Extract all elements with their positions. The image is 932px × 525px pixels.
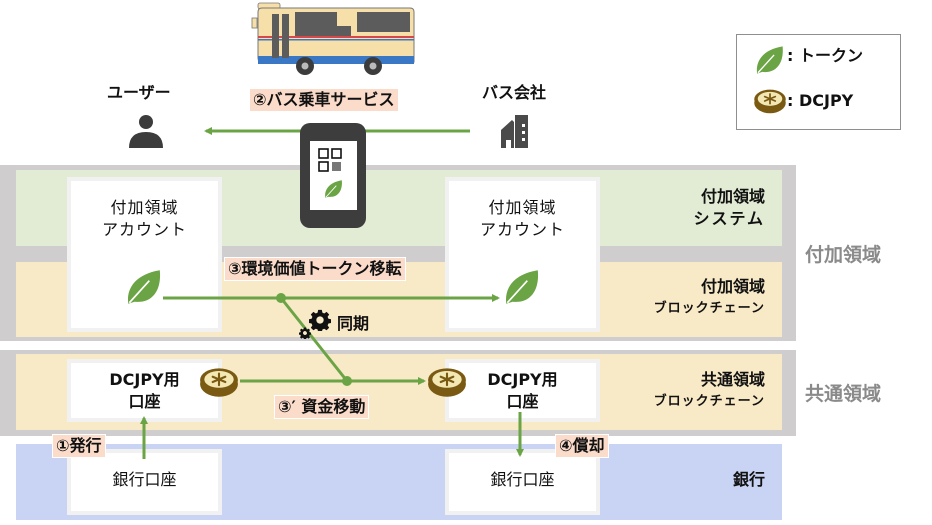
layer-label-line: 付加領域 [700, 187, 765, 206]
account-label-line: アカウント [101, 220, 187, 239]
step-token-transfer-tag: ③環境価値トークン移転 [224, 257, 406, 281]
dcjpy-account-left-label: DCJPY用 口座 [71, 369, 218, 413]
gear-large-icon [309, 309, 331, 331]
user-label: ユーザー [107, 83, 171, 102]
account-label-line: アカウント [479, 220, 565, 239]
qr-code-icon [318, 148, 342, 172]
account-label-line: 付加領域 [110, 198, 179, 217]
dcjpy-account-right [445, 359, 600, 422]
layer-label-common-blockchain: 共通領域 ブロックチェーン [610, 369, 765, 413]
additional-account-left [67, 177, 222, 332]
layer-label-line: 共通領域 [700, 370, 765, 389]
additional-account-left-label: 付加領域 アカウント [71, 197, 218, 241]
legend: : トークン : DCJPY [736, 34, 901, 130]
legend-item-dcjpy: : DCJPY [787, 91, 854, 110]
layer-label-line: 付加領域 [700, 277, 765, 296]
layer-label-line: ブロックチェーン [653, 394, 765, 409]
dcjpy-account-right-label: DCJPY用 口座 [449, 369, 596, 413]
token-leaf-left-icon [127, 269, 161, 305]
dcjpy-coin-right-icon [427, 367, 467, 398]
bus-company-label: バス会社 [482, 83, 547, 102]
legend-item-token: : トークン [787, 46, 863, 65]
sync-line [279, 297, 349, 382]
layer-label-additional-blockchain: 付加領域 ブロックチェーン [610, 276, 765, 320]
account-label-line: 口座 [506, 392, 539, 411]
layer-label-bank: 銀行 [732, 470, 765, 489]
bank-account-left [67, 449, 222, 515]
bank-account-right-label: 銀行口座 [490, 470, 555, 489]
bank-account-left-label: 銀行口座 [112, 470, 177, 489]
group-label-common: 共通領域 [805, 383, 882, 405]
additional-account-right-label: 付加領域 アカウント [449, 197, 596, 241]
layer-label-line: システム [693, 209, 765, 228]
layer-label-line: ブロックチェーン [653, 301, 765, 316]
account-label-line: DCJPY用 [109, 370, 180, 389]
layer-label-additional-system: 付加領域 システム [610, 186, 765, 230]
bus-icon [251, 2, 415, 75]
smartphone-icon [300, 123, 366, 228]
account-label-line: 口座 [128, 392, 161, 411]
legend-coin-icon [753, 88, 787, 115]
step-fund-transfer-tag: ③′ 資金移動 [274, 395, 370, 419]
token-leaf-right-icon [505, 269, 539, 305]
additional-account-right [445, 177, 600, 332]
building-icon [501, 115, 528, 148]
step-redeem-tag: ④償却 [555, 434, 609, 458]
step-issue-tag: ①発行 [52, 434, 106, 458]
user-icon [129, 115, 163, 148]
legend-leaf-icon [756, 45, 784, 75]
group-label-additional: 付加領域 [805, 244, 882, 266]
account-label-line: DCJPY用 [487, 370, 558, 389]
sync-label: 同期 [337, 314, 370, 333]
dcjpy-coin-left-icon [199, 367, 239, 398]
account-label-line: 付加領域 [488, 198, 557, 217]
gear-small-icon [299, 327, 311, 339]
step-bus-service-tag: ②バス乗車サービス [249, 88, 399, 112]
